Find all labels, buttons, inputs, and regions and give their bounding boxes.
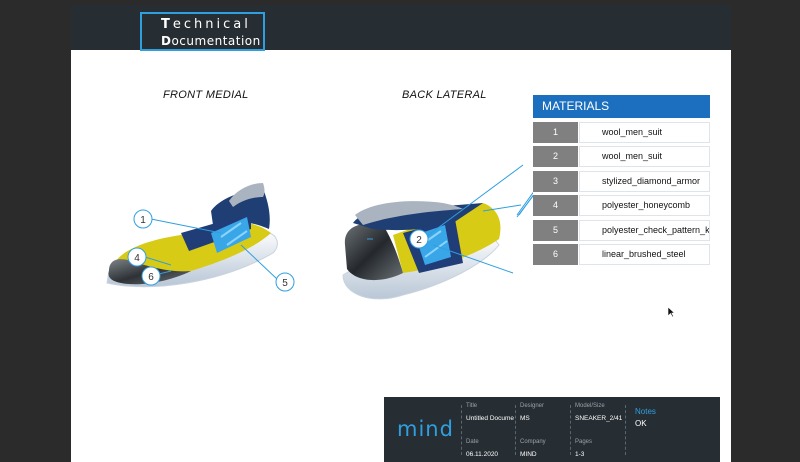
- front-medial-title: FRONT MEDIAL: [163, 89, 249, 101]
- material-name: polyester_check_pattern_knit: [579, 220, 710, 241]
- callout-6: 6: [141, 266, 161, 286]
- notes-value: OK: [635, 419, 647, 428]
- material-name: wool_men_suit: [579, 122, 710, 143]
- company-label: Company: [520, 439, 546, 445]
- date-label: Date: [466, 439, 479, 445]
- material-row-3: 3 stylized_diamond_armor: [533, 171, 710, 192]
- callout-1: 1: [133, 209, 153, 229]
- document-header: Technical Documentation: [71, 5, 731, 51]
- title-block: mind Title Untitled Docume Designer MS M…: [384, 397, 720, 462]
- material-number: 4: [533, 195, 578, 216]
- mind-logo: mind: [397, 417, 454, 441]
- model-size-label: Model/Size: [575, 403, 605, 409]
- material-name: stylized_diamond_armor: [579, 171, 710, 192]
- title-label: Title: [466, 403, 478, 409]
- company-value: MIND: [520, 451, 537, 458]
- material-row-1: 1 wool_men_suit: [533, 122, 710, 143]
- material-row-4: 4 polyester_honeycomb: [533, 195, 710, 216]
- material-row-6: 6 linear_brushed_steel: [533, 244, 710, 265]
- back-lateral-shoe-view: 1 2 4 3: [342, 164, 533, 300]
- material-number: 3: [533, 171, 578, 192]
- pages-value: 1-3: [575, 451, 585, 458]
- tongue: [229, 183, 265, 207]
- material-number: 6: [533, 244, 578, 265]
- collar: [211, 190, 270, 229]
- material-name: wool_men_suit: [579, 146, 710, 167]
- materials-header: MATERIALS: [533, 95, 710, 118]
- material-row-2: 2 wool_men_suit: [533, 146, 710, 167]
- material-number: 5: [533, 220, 578, 241]
- date-value: 06.11.2020: [466, 451, 499, 458]
- heel-counter: [344, 223, 403, 281]
- mesh-panel: [211, 217, 251, 253]
- pages-label: Pages: [575, 439, 593, 445]
- designer-label: Designer: [520, 403, 545, 409]
- technical-documentation-logo: Technical Documentation: [140, 12, 265, 51]
- mouse-cursor-icon: [667, 306, 675, 318]
- document-page: Technical Documentation FRONT MEDIAL BAC…: [71, 5, 731, 462]
- notes-label: Notes: [635, 407, 656, 416]
- back-lateral-title: BACK LATERAL: [402, 89, 487, 101]
- front-medial-shoe-view: 1 4 6 5: [106, 183, 295, 292]
- collar-lining: [355, 201, 463, 225]
- material-number: 1: [533, 122, 578, 143]
- model-size-value: SNEAKER_2/41: [575, 415, 623, 422]
- callout-4: 4: [127, 247, 147, 267]
- callout-5: 5: [275, 272, 295, 292]
- material-name: polyester_honeycomb: [579, 195, 710, 216]
- svg-text:6: 6: [148, 272, 154, 283]
- svg-text:5: 5: [282, 278, 288, 289]
- materials-table: MATERIALS 1 wool_men_suit 2 wool_men_sui…: [533, 95, 710, 265]
- svg-text:4: 4: [134, 253, 140, 264]
- title-value: Untitled Docume: [466, 415, 514, 422]
- svg-text:2: 2: [416, 235, 422, 246]
- designer-value: MS: [520, 415, 530, 422]
- material-row-5: 5 polyester_check_pattern_knit: [533, 220, 710, 241]
- callout-2: 2: [409, 229, 429, 249]
- svg-text:1: 1: [140, 215, 146, 226]
- material-number: 2: [533, 146, 578, 167]
- material-name: linear_brushed_steel: [579, 244, 710, 265]
